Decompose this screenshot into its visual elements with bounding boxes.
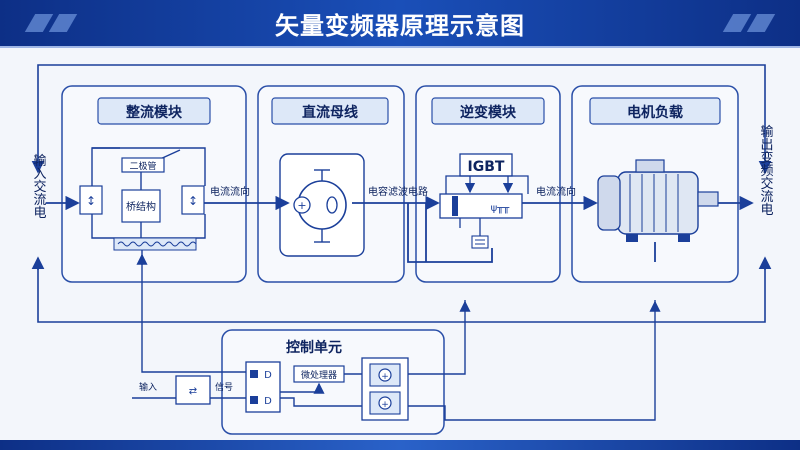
driver-icon-1: + [381,372,389,382]
page-title: 矢量变频器原理示意图 [275,12,525,40]
outer-loop-lines [31,64,772,323]
inverter-module: 逆变模块 IGBT ψ╥╥ [415,85,561,283]
bottom-bar [0,440,800,450]
title-bar: 矢量变频器原理示意图 [0,0,800,48]
mcu-label: 微处理器 [301,369,337,381]
driver-icon-2: + [381,400,389,410]
signal-label-left: 输入 [139,381,157,393]
rectifier-module: 整流模块 二极管 桥结构 ↕ ↕ [61,85,247,283]
flow-label-2: 电流流向 [536,185,576,198]
sensor-icon: ⇄ [189,386,197,397]
gate-icon-1: D [264,370,272,381]
plus-icon: + [297,199,306,212]
motor-module: 电机负载 [571,85,739,283]
flow-label-1: 电流流向 [210,185,250,198]
output-label: 输出变频交流电 [758,124,774,216]
rectifier-title: 整流模块 [125,104,183,121]
control-wiring [132,250,661,421]
control-unit: 控制单元 D D 微处理器 + + [221,329,445,435]
flow-label-filter: 电容滤波电路 [368,185,428,198]
inverter-title: 逆变模块 [460,104,517,121]
motor-icon [597,159,719,242]
igbt-label: IGBT [468,159,505,175]
input-label: 输入交流电 [31,153,47,219]
igbt-switch-icon: ψ╥╥ [491,203,511,214]
power-flow-lines [46,195,754,263]
switch-right-icon: ↕ [188,194,198,208]
bridge-label: 桥结构 [126,200,156,213]
diode-label: 二极管 [129,160,156,172]
dc-bus-title: 直流母线 [302,104,358,121]
rectifier-wave [117,241,197,247]
control-title: 控制单元 [286,339,342,356]
rect-switch-left [79,185,103,215]
signal-label-right: 信号 [215,381,233,393]
motor-title: 电机负载 [627,104,683,121]
dc-bus-module: 直流母线 + [257,85,405,283]
rect-switch-right [181,185,205,215]
switch-left-icon: ↕ [86,194,96,208]
signal-sensor [175,375,211,405]
gate-icon-2: D [264,396,272,407]
